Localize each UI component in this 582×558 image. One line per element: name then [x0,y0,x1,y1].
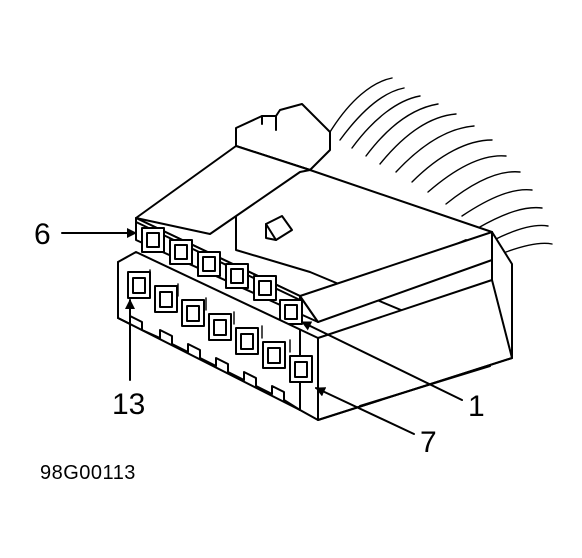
callout-label-7: 7 [420,426,437,459]
callout-label-1: 1 [468,390,485,423]
figure-id-label: 98G00113 [40,462,136,484]
callout-pin-7: 7 [315,387,437,459]
callout-label-13: 13 [112,388,145,421]
polarization-key [265,215,293,241]
lower-cavity-row [127,269,313,383]
wire-bundle [329,77,553,253]
upper-cavity-row [141,227,303,325]
callout-pin-6: 6 [34,218,137,251]
callout-label-6: 6 [34,218,51,251]
callout-pin-1: 1 [301,321,485,423]
arrow-1 [301,321,463,401]
arrow-7 [315,387,415,435]
callout-pin-13: 13 [112,299,145,421]
